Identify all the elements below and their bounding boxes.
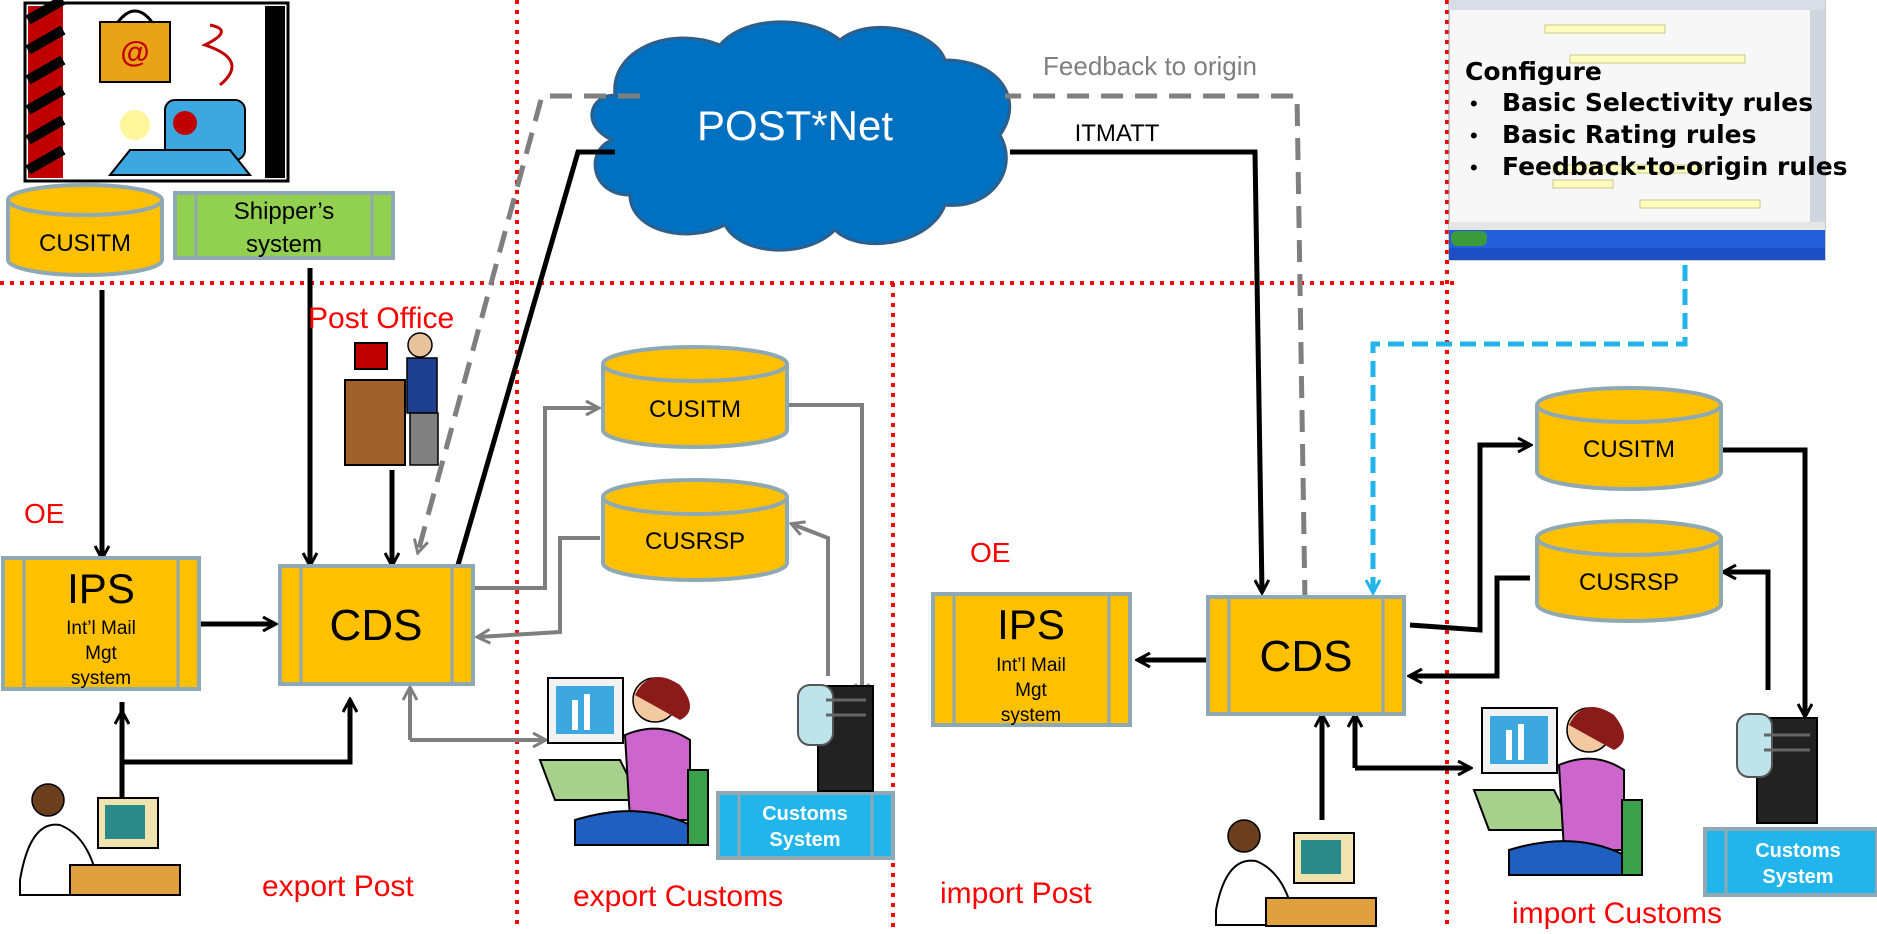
itmatt-label: ITMATT [1075, 120, 1160, 147]
customs-system-line2: System [1762, 866, 1833, 888]
import-customs-officer-icon [1472, 707, 1643, 876]
config-item: Basic Selectivity rules [1502, 88, 1813, 117]
import-cds-box: CDS [1206, 595, 1406, 716]
ips-line1: Int’l Mail [996, 655, 1066, 676]
db-import-cusitm: CUSITM [1535, 386, 1723, 491]
export-customs-connectors [410, 405, 862, 740]
export-clerk-icon [19, 783, 181, 896]
import-connectors [1138, 445, 1805, 820]
ips-title: IPS [67, 565, 135, 612]
customs-system-line2: System [769, 829, 840, 851]
export-customs-system-box: Customs System [716, 791, 895, 860]
import-customs-label: import Customs [1512, 897, 1722, 929]
cds-title: CDS [1260, 632, 1353, 681]
export-customs-officer-icon [538, 677, 709, 846]
arrow-clerk-to-ips-cds [119, 702, 353, 800]
customs-system-line1: Customs [1755, 840, 1841, 862]
oe-import-label: OE [970, 537, 1010, 568]
db-label: CUSRSP [1579, 569, 1679, 596]
export-ips-box: IPS Int’l Mail Mgt system [1, 556, 201, 691]
db-label: CUSITM [39, 230, 131, 257]
import-customs-system-box: Customs System [1703, 827, 1877, 897]
feedback-to-origin-label: Feedback to origin [1043, 51, 1257, 81]
export-customs-server-icon [797, 684, 874, 792]
export-connectors [102, 268, 392, 800]
cds-title: CDS [330, 601, 423, 650]
post-office-label: Post Office [308, 302, 454, 335]
oe-export-label: OE [24, 498, 64, 529]
config-item: Basic Rating rules [1502, 120, 1756, 149]
ips-line2: Mgt [1015, 680, 1047, 701]
itmatt-path [455, 149, 1262, 592]
config-screenshot: Configure • Basic Selectivity rules • Ba… [1448, 0, 1848, 261]
svg-text:@: @ [120, 36, 149, 69]
db-export-cusitm: CUSITM [601, 345, 789, 449]
config-item: Feedback-to-origin rules [1502, 152, 1848, 181]
shipper-system-line2: system [246, 231, 322, 258]
db-import-cusrsp: CUSRSP [1535, 519, 1723, 623]
config-arrow [1373, 265, 1688, 592]
postnet-cloud: POST*Net [590, 20, 1012, 252]
db-export-shipper-cusitm: CUSITM [6, 183, 164, 277]
customs-system-line1: Customs [762, 803, 848, 825]
config-panel: Configure • Basic Selectivity rules • Ba… [1465, 57, 1848, 181]
config-bullet: • [1470, 155, 1478, 180]
ips-line1: Int’l Mail [66, 618, 136, 639]
export-customs-label: export Customs [573, 880, 783, 913]
shipper-system-line1: Shipper’s [234, 198, 335, 225]
ips-line3: system [71, 668, 131, 689]
export-cds-box: CDS [278, 564, 475, 686]
db-label: CUSRSP [645, 528, 745, 555]
online-shopping-illustration: @ [23, 0, 290, 183]
feedback-to-origin-path [418, 93, 1308, 603]
export-post-label: export Post [262, 870, 414, 903]
zone-dividers [0, 0, 1456, 929]
db-label: CUSITM [1583, 436, 1675, 463]
post-office-clerk-icon [344, 332, 439, 466]
import-ips-box: IPS Int’l Mail Mgt system [931, 592, 1132, 727]
config-bullet: • [1470, 91, 1478, 116]
import-clerk-icon [1215, 819, 1377, 927]
db-label: CUSITM [649, 396, 741, 423]
shipper-system-box: Shipper’s system [173, 191, 395, 260]
import-customs-server-icon [1736, 713, 1818, 824]
ips-line2: Mgt [85, 643, 117, 664]
config-bullet: • [1470, 123, 1478, 148]
ips-title: IPS [997, 601, 1065, 648]
config-title: Configure [1465, 57, 1602, 86]
ips-line3: system [1001, 705, 1061, 726]
db-export-cusrsp: CUSRSP [601, 478, 789, 582]
cloud-label: POST*Net [697, 102, 893, 149]
import-post-label: import Post [940, 877, 1092, 910]
